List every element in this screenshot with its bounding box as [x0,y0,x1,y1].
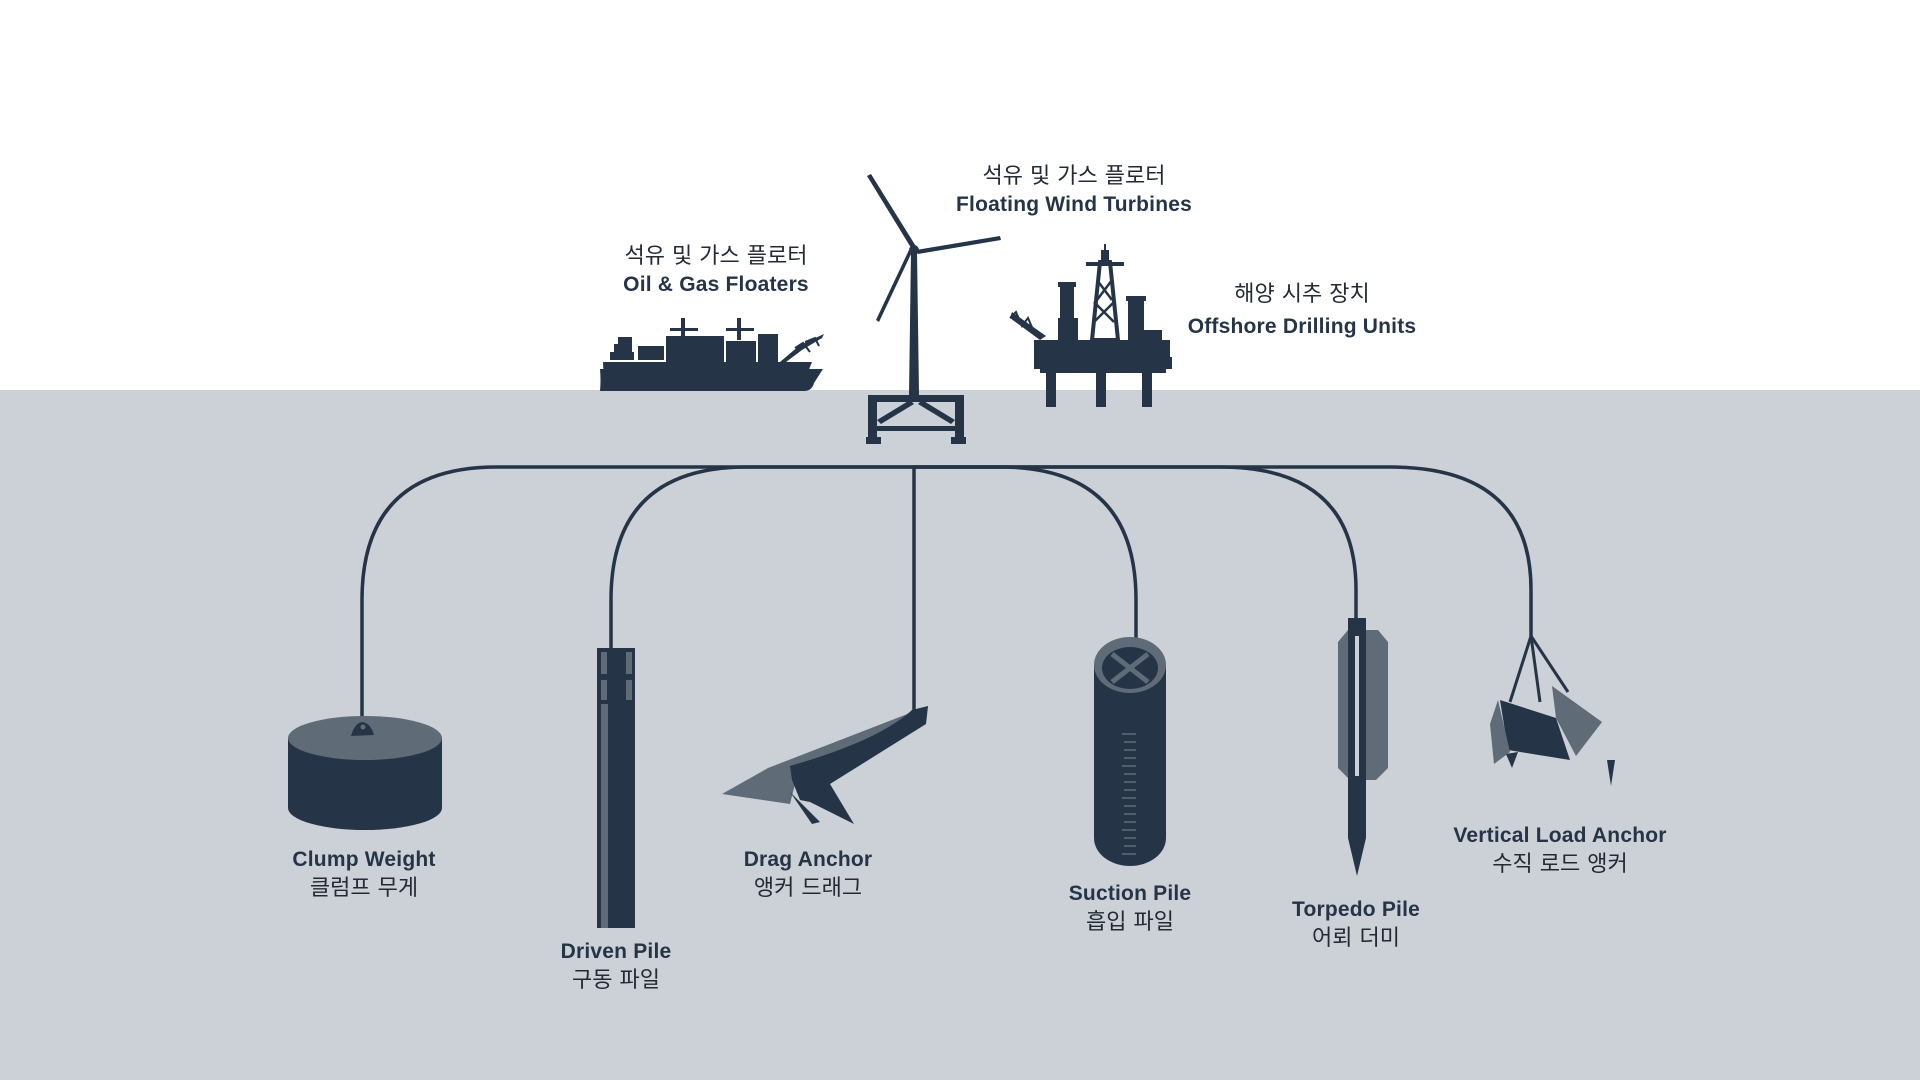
label-clump-weight: Clump Weight 클럼프 무게 [264,846,464,903]
label-ko: 석유 및 가스 플로터 [624,244,808,269]
label-en: Clump Weight [292,848,436,871]
label-drag-anchor: Drag Anchor 앵커 드래그 [708,846,908,903]
driven-pile-icon [597,648,635,928]
label-en: Floating Wind Turbines [956,193,1192,216]
mooring-line-clump [360,465,914,722]
drag-anchor-icon [722,706,928,824]
label-torpedo-pile: Torpedo Pile 어뢰 더미 [1256,896,1456,953]
label-ko: 해양 시추 장치 [1234,282,1370,307]
label-ko: 어뢰 더미 [1312,926,1400,951]
label-en: Driven Pile [560,940,672,963]
sea-area [0,390,1920,1080]
label-offshore-drilling-units: 해양 시추 장치 Offshore Drilling Units [1172,280,1432,341]
label-ko: 수직 로드 앵커 [1492,852,1628,877]
drilling-rig-icon [1009,244,1172,407]
label-oil-gas-floaters: 석유 및 가스 플로터 Oil & Gas Floaters [596,242,836,299]
label-ko: 앵커 드래그 [753,876,863,901]
label-ko: 클럼프 무게 [309,876,419,901]
vertical-load-anchor-icon [1490,635,1615,786]
label-en: Vertical Load Anchor [1453,824,1667,847]
label-ko: 구동 파일 [572,968,660,993]
label-ko: 석유 및 가스 플로터 [982,164,1166,189]
fpso-ship-icon [600,318,824,391]
wind-turbine-icon [866,174,1001,444]
suction-pile-scale [1122,733,1136,855]
mooring-line-driven [609,465,914,650]
label-vertical-load-anchor: Vertical Load Anchor 수직 로드 앵커 [1416,822,1704,879]
mooring-line-vla [914,465,1533,636]
label-en: Offshore Drilling Units [1187,315,1417,338]
label-floating-wind-turbines: 석유 및 가스 플로터 Floating Wind Turbines [914,162,1234,219]
label-en: Drag Anchor [743,848,873,871]
mooring-lines [360,465,1533,722]
clump-weight-icon [288,716,442,830]
label-suction-pile: Suction Pile 흡입 파일 [1030,880,1230,937]
torpedo-pile-icon [1338,618,1388,876]
label-en: Torpedo Pile [1291,898,1421,921]
label-en: Suction Pile [1068,882,1192,905]
label-ko: 흡입 파일 [1086,910,1174,935]
label-driven-pile: Driven Pile 구동 파일 [516,938,716,995]
suction-pile-icon [1094,637,1166,866]
label-en: Oil & Gas Floaters [623,273,809,296]
